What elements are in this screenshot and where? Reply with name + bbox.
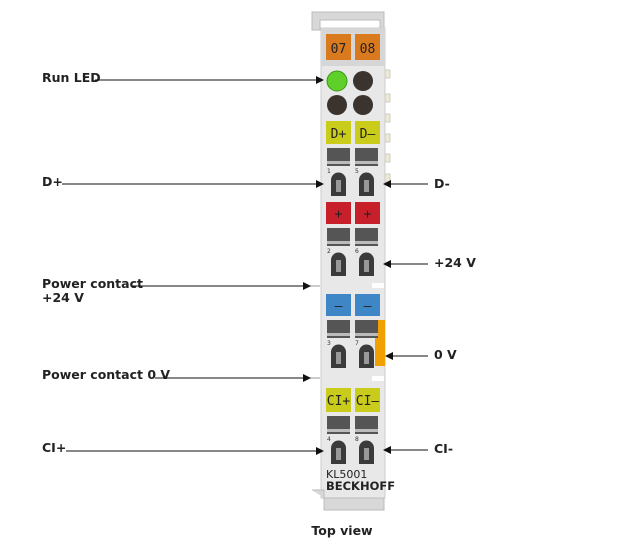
spring-clamp-terminal[interactable]: 7 [355, 320, 378, 368]
label-d-plus: D+ [42, 174, 63, 189]
terminal-number: 2 [327, 248, 331, 255]
terminal-number: 8 [355, 436, 359, 443]
terminal-housing [310, 11, 391, 511]
channel-tag-07 [326, 34, 351, 60]
label-power-24-line1: Power contact [42, 276, 143, 291]
channel-tag-08 [355, 34, 380, 60]
svg-text:–: – [335, 299, 343, 314]
led [327, 95, 347, 115]
spring-clamp-terminal[interactable]: 4 [327, 416, 350, 464]
model-text: KL5001 [326, 468, 367, 481]
label-power-24-line2: +24 V [42, 290, 84, 305]
channel-08-text: 08 [360, 42, 376, 57]
label-ci-plus: CI+ [42, 440, 66, 455]
spring-clamp-terminal[interactable]: 2 [327, 228, 350, 276]
svg-text:D–: D– [360, 127, 376, 142]
spring-clamp-terminal[interactable]: 5 [355, 148, 378, 196]
svg-text:–: – [364, 299, 372, 314]
terminal-number: 3 [327, 340, 331, 347]
run-led [326, 70, 348, 92]
terminal-number: 7 [355, 340, 359, 347]
terminal-number: 4 [327, 436, 331, 443]
tag-row-d: D+ D– [326, 121, 380, 144]
led [353, 95, 373, 115]
svg-text:+: + [364, 207, 372, 222]
terminal-number: 6 [355, 248, 359, 255]
brand-logo-text: BECKHOFF [326, 479, 395, 493]
label-d-minus: D- [434, 176, 450, 191]
tag-row-blue: – – [326, 294, 380, 316]
spring-clamp-terminal[interactable]: 3 [327, 320, 350, 368]
svg-text:+: + [335, 207, 343, 222]
spring-clamp-terminal[interactable]: 6 [355, 228, 378, 276]
label-plus-24v: +24 V [434, 255, 476, 270]
spring-clamps: 1 5 2 6 3 7 4 8 [327, 148, 378, 464]
label-run-led: Run LED [42, 70, 101, 85]
label-zero-v: 0 V [434, 347, 457, 362]
label-power-0v: Power contact 0 V [42, 367, 170, 382]
tag-row-ci: CI+ CI– [326, 388, 380, 412]
led [353, 71, 373, 91]
svg-text:CI+: CI+ [327, 394, 351, 409]
power-contact-bar [375, 320, 385, 366]
label-ci-minus: CI- [434, 441, 453, 456]
svg-text:D+: D+ [331, 127, 347, 142]
caption-top-view: Top view [311, 523, 373, 538]
spring-clamp-terminal[interactable]: 1 [327, 148, 350, 196]
terminal-number: 1 [327, 168, 331, 175]
svg-text:CI–: CI– [356, 394, 380, 409]
channel-07-text: 07 [331, 42, 347, 57]
terminal-number: 5 [355, 168, 359, 175]
tag-row-red: + + [326, 202, 380, 224]
spring-clamp-terminal[interactable]: 8 [355, 416, 378, 464]
